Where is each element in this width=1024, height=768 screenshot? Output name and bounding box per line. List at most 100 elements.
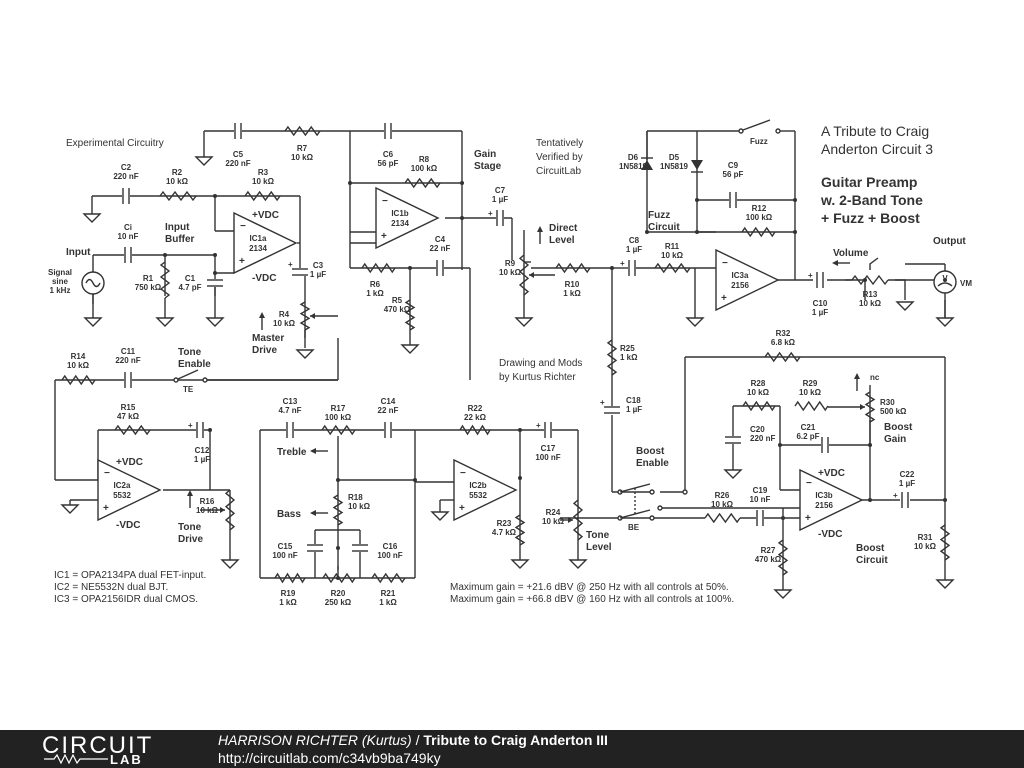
direct-level-label: Level [549,235,575,246]
ground-icon [83,317,103,327]
ground-triangle [295,349,315,359]
component-value-r5: 470 kΩ [384,305,411,314]
diode-d5 [691,160,703,173]
component-ref-c1: C1 [185,274,196,283]
junction-dot [868,443,872,447]
opamp-part: 2156 [815,501,833,510]
component-ref-c9: C9 [728,161,739,170]
opamp-part: 2156 [731,281,749,290]
capacitor-gap [384,422,392,438]
resistor-body [764,351,801,363]
fuzz-circuit-label: Circuit [648,222,680,233]
junction-dot [336,576,340,580]
volume-label: Volume [833,248,869,259]
component-ref-c3: C3 [313,261,324,270]
junction-dot [336,546,340,550]
resistor-r17 [321,424,356,436]
component-ref-r24: R24 [546,508,561,517]
junction-dot [610,266,614,270]
junction-dot [213,271,217,275]
boost-gain-label: Boost [884,422,913,433]
subtitle-line3: + Fuzz + Boost [821,210,920,226]
resistor-r29 [794,400,829,412]
component-value-c15: 100 nF [272,551,297,560]
ground-icon [400,344,420,354]
switch-contact [738,128,744,134]
ground-icon [773,589,793,599]
component-value-r18: 10 kΩ [348,502,371,511]
arrow-head [259,312,265,318]
ground-triangle [400,344,420,354]
subtitle-line1: Guitar Preamp [821,174,917,190]
potentiometer-wiper [310,313,338,319]
capacitor-gap [122,188,130,204]
capacitor-gap [901,492,909,508]
ground-icon [155,317,175,327]
capacitor-c13 [286,422,294,438]
resistor-body [555,262,591,274]
capacitor-c2 [122,188,130,204]
resistor-body [244,190,281,202]
opamp-ic2a [97,458,162,522]
junction-dot [518,476,522,480]
adjust-arrow-icon [310,510,328,516]
supply-negative: -VDC [116,520,140,531]
junction-dot [460,216,464,220]
project-link[interactable]: Tribute to Craig Anderton III [423,732,608,748]
capacitor-gap [756,510,764,526]
ground-icon [514,317,534,327]
component-ref-r21: R21 [381,589,396,598]
wiper-line [869,257,879,270]
opamp-triangle [375,186,440,250]
resistor-r25 [606,339,618,376]
ground-icon [295,349,315,359]
project-url[interactable]: http://circuitlab.com/c34vb9ba749ky [218,750,441,766]
gain-stage-label: Gain [474,149,496,160]
circuit-wires [54,130,946,590]
capacitor-c17 [544,422,552,438]
polarity-plus: + [600,398,605,407]
resistor-r21 [371,572,406,584]
ground-icon [60,504,80,514]
capacitor-gap [292,268,308,276]
ground-triangle [514,317,534,327]
title-line1: A Tribute to Craig [821,123,929,139]
capacitor-c11 [124,372,132,388]
resistor-r26 [704,512,741,524]
fuzz-switch-label: Fuzz [750,137,768,146]
wiper-arrow [568,517,573,523]
ground-triangle [773,589,793,599]
wire-segment [888,279,906,300]
note-tentative: Verified by [536,152,583,163]
capacitor-c10 [816,272,824,288]
component-ref-c14: C14 [381,397,396,406]
resistor-r22 [459,424,491,436]
component-value-c16: 100 nF [377,551,402,560]
ground-icon [935,579,955,589]
capacitor-c8 [628,260,636,276]
adjust-arrow-icon [310,448,328,454]
component-ref-r2: R2 [172,168,183,177]
resistor-body [794,400,829,412]
author-link[interactable]: HARRISON RICHTER (Kurtus) [218,732,412,748]
capacitor-c22 [901,492,909,508]
ground-icon [205,317,225,327]
switch-contact [657,505,663,511]
component-value-r16: 10 kΩ [196,506,219,515]
component-ref-r30: R30 [880,398,895,407]
component-ref-r10: R10 [565,280,580,289]
capacitor-gap [352,544,368,552]
resistor-r13 [851,274,889,286]
resistor-r18 [332,494,344,526]
component-value-r21: 1 kΩ [379,598,397,607]
component-value-c11: 220 nF [115,356,140,365]
component-value-c8: 1 µF [626,245,642,254]
opamp-triangle [97,458,162,522]
minus-pin: − [382,196,388,207]
ground-icon [685,317,705,327]
resistor-body [606,339,618,376]
resistor-body [371,572,406,584]
capacitor-c19 [756,510,764,526]
component-value-r15: 47 kΩ [117,412,140,421]
resistor-body [704,512,741,524]
